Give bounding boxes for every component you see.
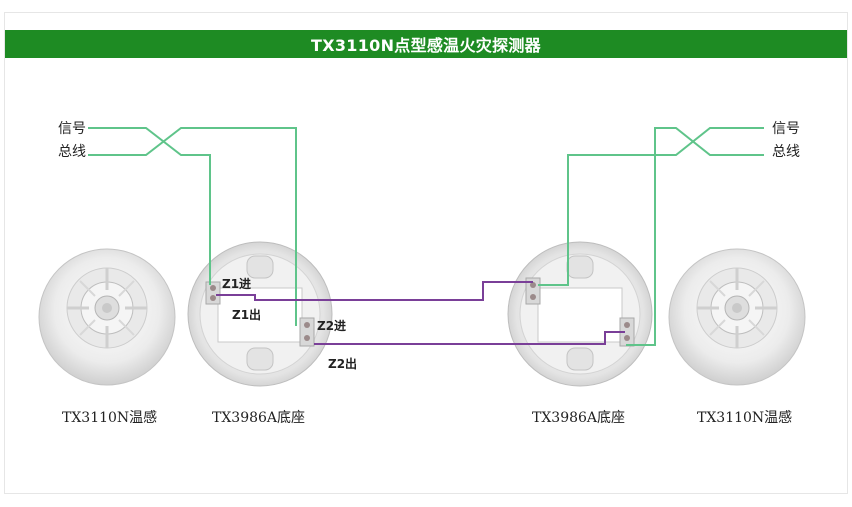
terminal-z1-out: Z1出 (232, 308, 262, 322)
detector-left-image (38, 248, 176, 386)
caption-detector-right: TX3110N温感 (697, 410, 793, 426)
signal-label-right-1: 信号 (772, 121, 800, 137)
caption-detector-left: TX3110N温感 (62, 410, 158, 426)
bus-wire-left (88, 127, 297, 326)
link-wire (216, 281, 625, 345)
bus-wire-right (538, 127, 764, 346)
caption-base-right: TX3986A底座 (532, 410, 626, 426)
base-left-image (187, 241, 333, 387)
caption-base-left: TX3986A底座 (212, 410, 306, 426)
terminal-z2-in: Z2进 (317, 319, 347, 333)
terminal-z2-out: Z2出 (328, 357, 358, 371)
signal-label-left-2: 总线 (58, 144, 86, 160)
diagram-frame (4, 12, 848, 494)
base-right-image (507, 241, 653, 387)
terminal-z1-in: Z1进 (222, 277, 252, 291)
detector-right-image (668, 248, 806, 386)
diagram-title: TX3110N点型感温火灾探测器 (5, 30, 847, 58)
signal-label-right-2: 总线 (772, 144, 800, 160)
signal-label-left-1: 信号 (58, 121, 86, 137)
